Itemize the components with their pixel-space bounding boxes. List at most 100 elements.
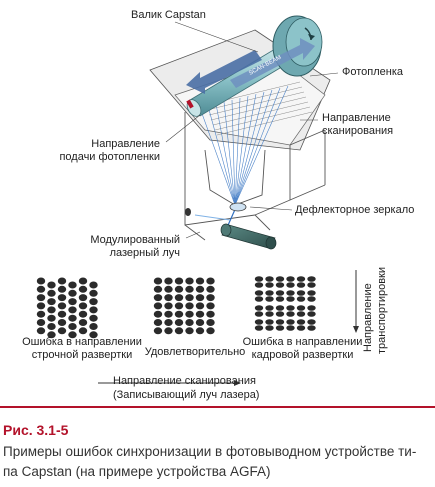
- pattern-dot: [164, 277, 173, 285]
- pattern-dot: [57, 319, 67, 326]
- pattern-dot: [174, 285, 184, 293]
- pattern-dot: [164, 294, 173, 302]
- pattern-dot: [286, 290, 295, 296]
- pattern-dot: [195, 319, 205, 326]
- laser-label-1: Модулированный: [90, 234, 180, 246]
- pattern-dot: [89, 323, 98, 330]
- pattern-dot: [275, 311, 285, 317]
- pattern-dot: [47, 314, 56, 322]
- frame-error-label-2: кадровой развертки: [251, 349, 354, 361]
- pattern-dot: [36, 277, 46, 285]
- pattern-dot: [47, 331, 56, 339]
- scan-arrow-left: [186, 50, 262, 94]
- pattern-dot: [296, 325, 306, 331]
- pattern-dot: [307, 311, 316, 317]
- pattern-dot: [307, 276, 316, 282]
- pattern-dot: [265, 276, 274, 282]
- leader-lines: [165, 21, 339, 239]
- pattern-dot: [265, 282, 274, 288]
- pattern-dot: [68, 306, 77, 314]
- pattern-dot: [153, 294, 163, 302]
- pattern-dot: [265, 296, 274, 302]
- pattern-dot: [206, 327, 215, 335]
- ok-label: Удовлетворительно: [144, 346, 246, 358]
- pattern-dot: [286, 325, 295, 331]
- pattern-dot: [286, 311, 295, 317]
- pattern-dot: [153, 310, 163, 318]
- pattern-dot: [57, 302, 67, 310]
- pattern-dot: [164, 310, 173, 318]
- pattern-dot: [68, 289, 77, 297]
- bottom-scan-label-2: (Записывающий луч лазера): [113, 389, 260, 401]
- pattern-dot: [47, 306, 56, 314]
- pattern-dot: [78, 285, 88, 293]
- pattern-dot: [89, 281, 98, 289]
- pattern-dot: [296, 282, 306, 288]
- pattern-dot: [254, 319, 264, 325]
- knob: [185, 208, 191, 216]
- figure-illustration: SCAN-BEAM Валик Capstan Фотопленка Напр: [22, 9, 414, 401]
- pattern-dot: [275, 325, 285, 331]
- pattern-dot: [36, 285, 46, 293]
- pattern-dot: [195, 310, 205, 318]
- pattern-dot: [195, 294, 205, 302]
- pattern-dot: [254, 290, 264, 296]
- pattern-dot: [286, 319, 295, 325]
- pattern-dot: [275, 290, 285, 296]
- pattern-dot: [47, 281, 56, 289]
- pattern-dot: [254, 305, 264, 311]
- feed-direction-label-2: подачи фотопленки: [59, 151, 160, 163]
- scan-direction-arrowhead: [234, 380, 241, 386]
- pattern-dot: [174, 277, 184, 285]
- pattern-dot: [78, 327, 88, 335]
- line-error-label-2: строчной развертки: [31, 349, 133, 361]
- pattern-dot: [185, 319, 194, 326]
- pattern-dot: [265, 305, 274, 311]
- scan-arrow-right: [230, 38, 315, 88]
- pattern-dot: [47, 323, 56, 330]
- frame-error-label-1: Ошибка в направлении: [242, 336, 363, 348]
- pattern-dot: [185, 327, 194, 335]
- pattern-dot: [254, 282, 264, 288]
- pattern-dot: [153, 319, 163, 326]
- pattern-dot: [185, 310, 194, 318]
- pattern-dot: [89, 314, 98, 322]
- dots-frame-error: [254, 276, 316, 331]
- pattern-dot: [195, 327, 205, 335]
- pattern-dot: [36, 294, 46, 302]
- pattern-dot: [185, 294, 194, 302]
- pattern-dot: [185, 285, 194, 293]
- pattern-dot: [195, 285, 205, 293]
- pattern-dot: [275, 319, 285, 325]
- pattern-dot: [47, 289, 56, 297]
- pattern-dot: [307, 305, 316, 311]
- pattern-dot: [164, 285, 173, 293]
- pattern-dot: [57, 277, 67, 285]
- pattern-dot: [296, 311, 306, 317]
- laser-label-2: лазерный луч: [109, 247, 180, 259]
- pattern-dot: [185, 302, 194, 310]
- pattern-dot: [254, 325, 264, 331]
- pattern-dot: [195, 277, 205, 285]
- pattern-dot: [68, 331, 77, 339]
- pattern-dot: [307, 290, 316, 296]
- pattern-dot: [275, 282, 285, 288]
- pattern-dot: [78, 302, 88, 310]
- dots-line-error: [36, 277, 98, 339]
- pattern-dot: [286, 282, 295, 288]
- pattern-dot: [174, 310, 184, 318]
- pattern-dot: [78, 319, 88, 326]
- pattern-dot: [265, 325, 274, 331]
- pattern-dot: [89, 298, 98, 306]
- pattern-dot: [153, 285, 163, 293]
- line-error-label-1: Ошибка в направлении: [22, 336, 142, 348]
- scan-direction-label-1: Направление: [322, 112, 391, 124]
- pattern-dot: [57, 294, 67, 302]
- pattern-dot: [206, 310, 215, 318]
- pattern-dot: [296, 305, 306, 311]
- capstan-label: Валик Capstan: [131, 9, 206, 21]
- caption-line-1: Примеры ошибок синхронизации в фотовывод…: [3, 444, 417, 459]
- transport-label-2: транспортировки: [376, 266, 388, 354]
- pattern-dot: [296, 276, 306, 282]
- pattern-dot: [307, 325, 316, 331]
